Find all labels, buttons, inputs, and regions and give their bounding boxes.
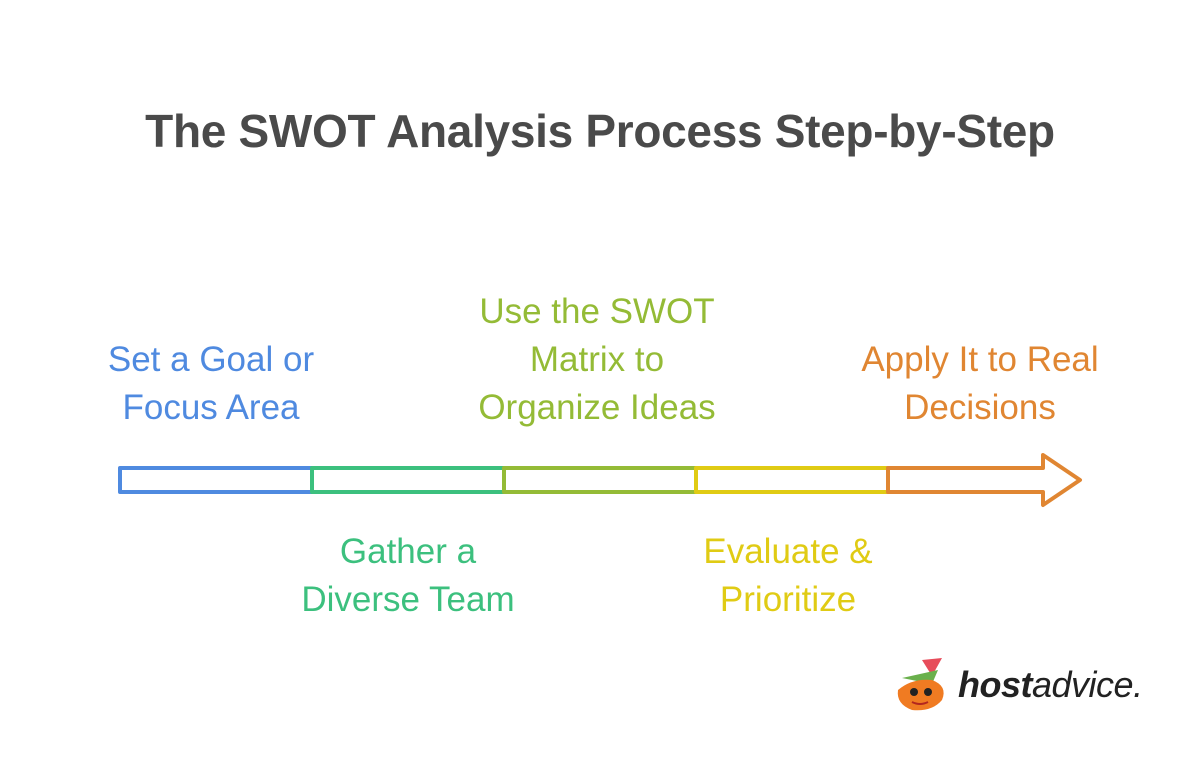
hostadvice-logo: hostadvice. (892, 656, 1152, 716)
segment-4 (694, 466, 890, 494)
step-3-label: Use the SWOT Matrix to Organize Ideas (478, 292, 716, 427)
segment-2 (310, 466, 506, 494)
logo-wordmark: hostadvice. (958, 664, 1143, 705)
segment-3 (502, 466, 698, 494)
page-title: The SWOT Analysis Process Step-by-Step (145, 105, 1055, 157)
step-5-label: Apply It to Real Decisions (861, 340, 1099, 427)
segment-1 (118, 466, 314, 494)
fox-mascot-icon (897, 658, 944, 711)
arrow-head-segment (886, 453, 1082, 507)
step-1-label: Set a Goal or Focus Area (107, 340, 315, 427)
step-2-label: Gather a Diverse Team (301, 532, 515, 619)
step-4-label: Evaluate & Prioritize (703, 532, 873, 619)
